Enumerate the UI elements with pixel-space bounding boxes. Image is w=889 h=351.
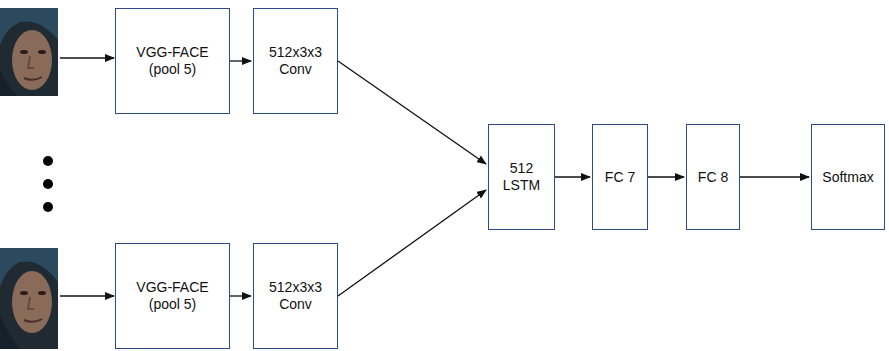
flow-arrow [555, 176, 590, 177]
softmax-box: Softmax [811, 124, 885, 230]
fc-box: FC 7 [592, 124, 648, 230]
flow-arrow [648, 176, 684, 177]
box-label: 512 LSTM [497, 160, 546, 194]
text-group: VGG-FACE (pool 5) [124, 279, 221, 313]
text-group: FC 8 [698, 169, 728, 186]
text-group: Softmax [822, 169, 873, 186]
lstm-box: 512 LSTM [488, 124, 555, 230]
flow-arrow [230, 60, 251, 61]
box-label: 512x3x3 Conv [262, 279, 329, 313]
box-label: VGG-FACE (pool 5) [124, 44, 221, 78]
conv-box: 512x3x3 Conv [253, 8, 338, 114]
feature-extractor-box: VGG-FACE (pool 5) [115, 243, 230, 349]
flow-arrow [338, 190, 486, 296]
text-group: 512x3x3 Conv [262, 44, 329, 78]
text-group: 512x3x3 Conv [262, 279, 329, 313]
text-group: 512 LSTM [497, 160, 546, 194]
flow-arrow [230, 295, 251, 296]
feature-extractor-box: VGG-FACE (pool 5) [115, 8, 230, 114]
ellipsis-dots [43, 156, 53, 212]
box-label: FC 7 [605, 169, 635, 186]
face-image [0, 8, 58, 96]
box-label: FC 8 [698, 169, 728, 186]
face-image [0, 248, 58, 349]
box-label: 512x3x3 Conv [262, 44, 329, 78]
text-group: VGG-FACE (pool 5) [124, 44, 221, 78]
box-label: VGG-FACE (pool 5) [124, 279, 221, 313]
box-label: Softmax [822, 169, 873, 186]
input-arrow [60, 295, 114, 296]
fc-box: FC 8 [686, 124, 740, 230]
conv-box: 512x3x3 Conv [253, 243, 338, 349]
flow-arrow [740, 176, 809, 177]
input-arrow [60, 57, 114, 58]
flow-arrow [338, 61, 486, 164]
text-group: FC 7 [605, 169, 635, 186]
